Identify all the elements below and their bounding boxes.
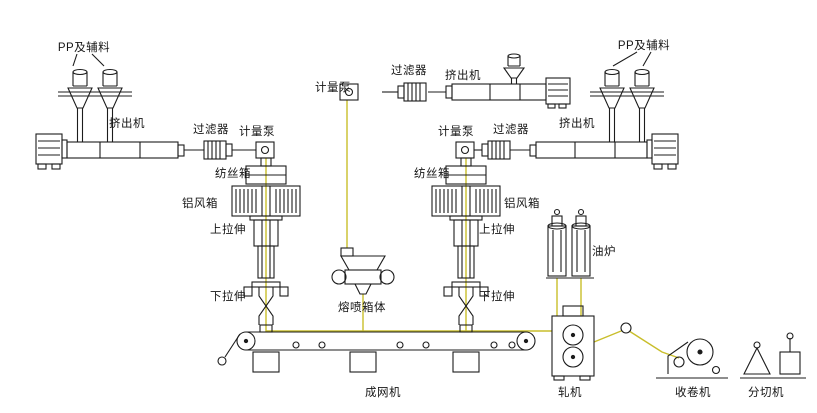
meltblown-die: [331, 247, 395, 295]
meltblown-metering-pump: [339, 83, 359, 101]
label-winder: 收卷机: [675, 387, 711, 399]
left-hoppers: [58, 53, 132, 143]
label-filter-left: 过滤器: [193, 124, 229, 136]
label-airbox-right: 铝风箱: [504, 198, 540, 210]
right-hoppers: [590, 51, 664, 143]
forming-machine: [217, 331, 536, 373]
left-extruder: [35, 133, 204, 170]
label-spinbox-right: 纺丝箱: [414, 168, 450, 180]
label-oil-furnace: 油炉: [592, 246, 616, 258]
meltblown-line: [331, 53, 571, 295]
label-pp-left: PP及辅料: [57, 42, 111, 54]
label-downdraw-right: 下拉伸: [479, 291, 515, 303]
label-calender: 轧机: [558, 387, 582, 399]
slitter-machine: [740, 332, 806, 379]
guide-roller: [620, 322, 632, 334]
right-spunbond-line: [431, 51, 679, 333]
left-metering-pump: [255, 141, 275, 159]
label-filter-right: 过滤器: [493, 124, 529, 136]
label-slitter: 分切机: [748, 387, 784, 399]
label-updraw-left: 上拉伸: [210, 224, 246, 236]
material-flow-lines: [265, 100, 680, 359]
label-updraw-right: 上拉伸: [479, 224, 515, 236]
winder-machine: [656, 338, 728, 379]
label-pump-right: 计量泵: [438, 126, 474, 138]
label-meltblown-box: 熔喷箱体: [338, 302, 386, 314]
right-metering-pump: [455, 141, 475, 159]
label-extruder-right: 挤出机: [559, 118, 595, 130]
label-extruder-left: 挤出机: [109, 118, 145, 130]
label-pp-right: PP及辅料: [617, 40, 671, 52]
right-extruder: [510, 133, 679, 170]
meltblown-filter: [382, 82, 427, 102]
oil-furnace: [546, 208, 594, 279]
label-airbox-left: 铝风箱: [182, 198, 218, 210]
label-extruder-mid: 挤出机: [445, 70, 481, 82]
left-filter: [203, 140, 256, 160]
label-filter-mid: 过滤器: [391, 65, 427, 77]
label-downdraw-left: 下拉伸: [210, 291, 246, 303]
label-spinbox-left: 纺丝箱: [215, 168, 251, 180]
label-pump-left: 计量泵: [239, 126, 275, 138]
label-forming-machine: 成网机: [365, 387, 401, 399]
meltblown-hopper: [502, 53, 526, 84]
meltblown-extruder: [428, 77, 571, 109]
left-spunbond-line: [35, 53, 301, 333]
label-pump-mid: 计量泵: [315, 82, 351, 94]
right-filter: [474, 140, 511, 160]
calender-machine: [551, 305, 595, 381]
